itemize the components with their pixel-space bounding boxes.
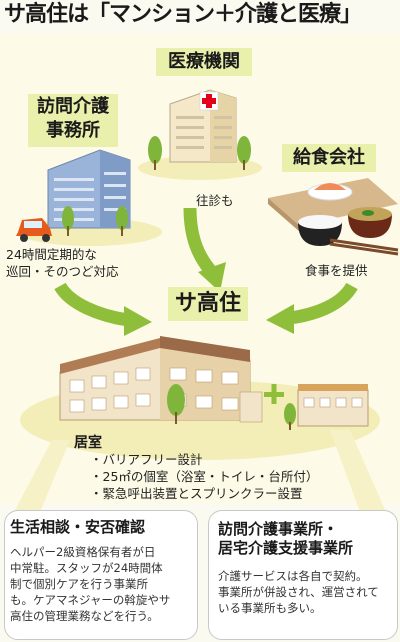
visiting-care-label-line-2: 事務所 bbox=[46, 120, 100, 141]
life-box-text: 制で個別ケアを行う事業所 bbox=[10, 577, 148, 591]
home-item: ・バリアフリー設計 bbox=[90, 452, 203, 467]
life-box-text: も。ケアマネジャーの斡旋やサ bbox=[10, 593, 171, 607]
connector-life bbox=[14, 440, 70, 512]
care-office-box-text: いる事業所も多い。 bbox=[218, 601, 322, 615]
care-office-box-text: 事業所が併設され、運営されて bbox=[218, 585, 379, 599]
patrol-caption-line-2: 巡回・そのつど対応 bbox=[6, 264, 119, 279]
home-item: ・25㎡の個室（浴室・トイレ・台所付） bbox=[90, 469, 319, 484]
meal-tray-icon bbox=[268, 178, 399, 256]
life-box-title: 生活相談・安否確認 bbox=[10, 518, 146, 536]
arrow-from-hospital bbox=[183, 207, 216, 275]
arrow-head-office bbox=[124, 306, 152, 336]
care-office-box-text: 介護サービスは各自で契約。 bbox=[218, 569, 368, 583]
connector-office bbox=[330, 430, 386, 512]
visiting-care-label-line-1: 訪問介護 bbox=[37, 96, 109, 117]
home-title: 居室 bbox=[74, 435, 102, 451]
life-consultation-box bbox=[4, 510, 198, 640]
arrows bbox=[54, 207, 358, 327]
arrow-from-catering bbox=[288, 282, 358, 325]
plus-icon bbox=[264, 384, 284, 404]
car-icon bbox=[16, 218, 52, 242]
arrow-from-office bbox=[54, 282, 130, 327]
life-box-text: ヘルパー2級資格保有者が日 bbox=[10, 545, 156, 559]
care-office-box-title-line-1: 訪問介護事業所・ bbox=[218, 520, 339, 538]
catering-label: 給食会社 bbox=[282, 144, 376, 172]
care-office-box-title-line-2: 居宅介護支援事業所 bbox=[218, 539, 354, 557]
visit-caption: 往診も bbox=[196, 193, 234, 208]
small-office-icon bbox=[297, 384, 369, 427]
care-office-box bbox=[208, 510, 398, 640]
visiting-care-label: 訪問介護 事務所 bbox=[28, 94, 118, 147]
sakoju-label: サ高住 bbox=[168, 287, 248, 321]
page-title: サ高住は「マンション＋介護と医療」 bbox=[4, 2, 362, 27]
arrow-head-hospital bbox=[198, 262, 226, 292]
hospital-label: 医療機関 bbox=[156, 48, 252, 76]
patrol-caption-line-1: 24時間定期的な bbox=[6, 247, 97, 262]
hospital-building-icon bbox=[169, 89, 237, 163]
meal-caption: 食事を提供 bbox=[305, 263, 368, 278]
tree-icon bbox=[148, 136, 251, 170]
tree-icon bbox=[167, 384, 296, 430]
life-box-text: 高住の管理業務などを行う。 bbox=[10, 609, 159, 623]
arrow-head-catering bbox=[266, 304, 294, 334]
home-item: ・緊急呼出装置とスプリンクラー設置 bbox=[90, 486, 303, 501]
tree-icon bbox=[62, 206, 128, 236]
life-box-text: 中常駐。スタッフが24時間体 bbox=[10, 561, 163, 575]
